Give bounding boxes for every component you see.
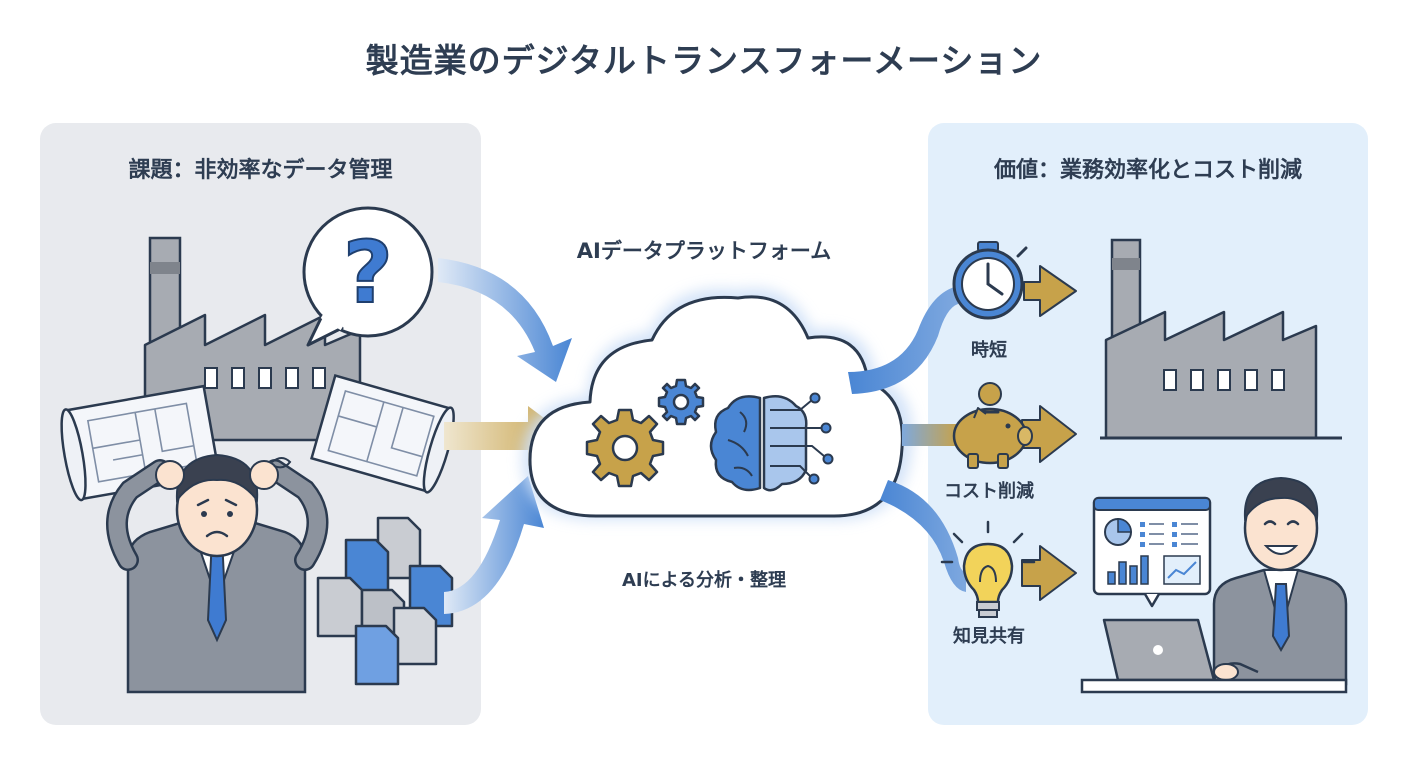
dashboard-icon [1092, 496, 1212, 608]
benefit-label-time-saving: 時短 [971, 340, 1007, 361]
problem-heading: 課題：非効率なデータ管理 [128, 158, 393, 183]
question-mark: ? [343, 223, 393, 323]
output-arrow-top [848, 265, 1077, 394]
cloud-icon [522, 288, 913, 520]
lightbulb-icon [940, 520, 1036, 618]
stopwatch-icon [952, 241, 1028, 320]
platform-label: AIデータプラットフォーム [576, 239, 832, 263]
worried-person-icon [106, 453, 329, 694]
page-title: 製造業のデジタルトランスフォーメーション [365, 41, 1043, 80]
piggy-bank-icon [952, 382, 1033, 469]
gear-icon [585, 408, 665, 488]
value-heading: 価値：業務効率化とコスト削減 [993, 158, 1302, 183]
output-arrow-middle [902, 405, 1077, 463]
factory-icon [1100, 238, 1342, 440]
output-arrow-bottom [880, 480, 1077, 601]
analysis-label: AIによる分析・整理 [621, 570, 787, 591]
factory-icon [143, 236, 362, 442]
input-arrow-top [438, 258, 572, 382]
input-arrow-bottom [444, 476, 544, 614]
laptop-icon [1080, 618, 1348, 694]
document-icon [316, 516, 454, 686]
benefit-label-knowledge-sharing: 知見共有 [953, 626, 1025, 647]
blueprint-icon [310, 374, 455, 494]
benefit-label-cost-reduction: コスト削減 [944, 481, 1034, 502]
brain-circuit-icon [709, 392, 834, 492]
happy-person-icon [1212, 476, 1348, 686]
gear-icon [657, 378, 705, 426]
speech-bubble-icon: ? [302, 206, 434, 347]
